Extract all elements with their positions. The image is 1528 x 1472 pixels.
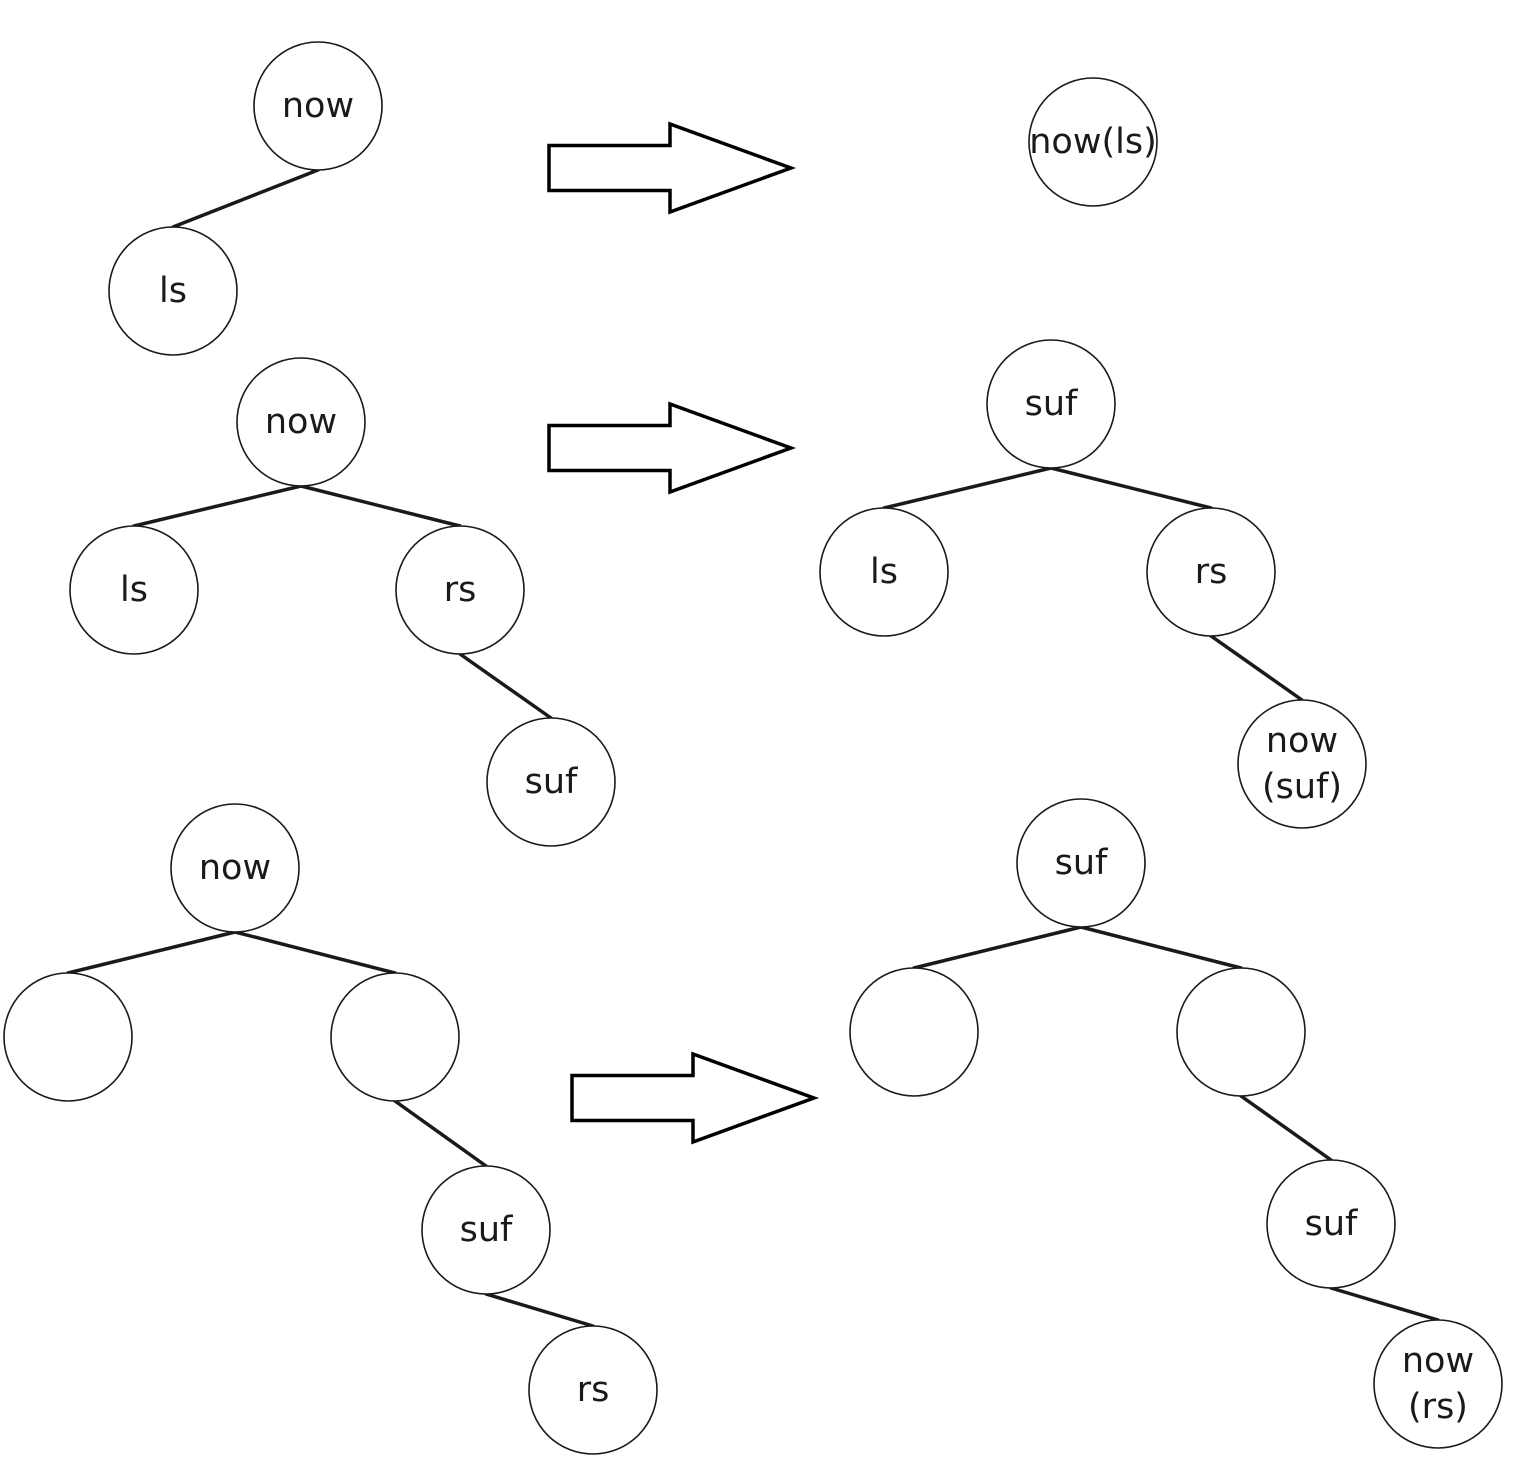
node-d-ls: ls [819,507,949,637]
node-circle [819,507,949,637]
node-label: (suf) [1262,767,1342,807]
edge-a-now-to-a-ls [171,168,320,229]
edge-f-suf-to-f-left [912,925,1083,970]
node-circle [1266,1159,1396,1289]
node-e-suf: suf [421,1165,551,1295]
node-c-ls: ls [69,525,199,655]
node-label: rs [577,1370,610,1410]
node-label: now [1266,721,1338,761]
node-circle [486,717,616,847]
edge-e-suf-to-e-rs [484,1292,595,1328]
edge-c-now-to-c-rs [299,484,462,528]
node-circle [1237,699,1367,829]
node-f-suf2: suf [1266,1159,1396,1289]
arrows-layer [547,121,820,1145]
node-circle [1016,798,1146,928]
node-label: ls [870,552,898,592]
node-circle [170,803,300,933]
node-circle [849,967,979,1097]
node-label: ls [159,271,187,311]
edge-d-rs-to-d-now [1209,634,1304,702]
node-c-suf: suf [486,717,616,847]
node-label: now [199,848,271,888]
node-d-suf: suf [986,339,1116,469]
node-circle [1146,507,1276,637]
node-f-left [849,967,979,1097]
node-label: (rs) [1408,1387,1468,1427]
edge-d-suf-to-d-ls [882,466,1053,510]
node-label: now(ls) [1029,122,1157,162]
node-circle [253,41,383,171]
node-label: suf [525,762,578,802]
node-label: now [282,86,354,126]
node-d-rs: rs [1146,507,1276,637]
node-circle [395,525,525,655]
node-a-ls: ls [108,226,238,356]
node-circle [528,1325,658,1455]
node-circle [1176,967,1306,1097]
node-f-right [1176,967,1306,1097]
node-f-suf: suf [1016,798,1146,928]
edge-e-right-to-e-suf [393,1099,488,1168]
arrow-1-right-arrow [547,121,797,215]
edge-c-now-to-c-ls [132,484,303,528]
node-circle [236,357,366,487]
node-label: now [1402,1341,1474,1381]
node-b-now: now(ls) [1028,77,1158,207]
edge-f-right-to-f-suf2 [1239,1094,1333,1162]
node-label: suf [460,1210,513,1250]
node-c-now: now [236,357,366,487]
node-e-right [330,972,460,1102]
node-circle [986,339,1116,469]
node-label: suf [1025,384,1078,424]
node-e-now: now [170,803,300,933]
node-label: suf [1055,843,1108,883]
node-circle [421,1165,551,1295]
node-f-now: now (rs) [1373,1319,1503,1449]
node-circle [69,525,199,655]
node-circle [1028,77,1158,207]
edge-e-now-to-e-left [66,930,237,975]
edge-c-rs-to-c-suf [458,652,553,720]
node-c-rs: rs [395,525,525,655]
edge-d-suf-to-d-rs [1049,466,1213,510]
node-label: rs [444,570,477,610]
edges-layer [66,168,1440,1328]
node-circle [330,972,460,1102]
node-circle [108,226,238,356]
edge-f-suf-to-f-right [1079,925,1243,970]
node-label: rs [1195,552,1228,592]
arrow-3-right-arrow [570,1051,820,1145]
node-label: now [265,402,337,442]
edge-f-suf2-to-f-now [1329,1286,1440,1322]
arrow-2-right-arrow [547,401,797,495]
node-circle [3,972,133,1102]
node-e-left [3,972,133,1102]
node-label: suf [1305,1204,1358,1244]
node-label: ls [120,570,148,610]
edge-e-now-to-e-right [233,930,397,975]
node-d-now: now (suf) [1237,699,1367,829]
node-a-now: now [253,41,383,171]
node-circle [1373,1319,1503,1449]
node-e-rs: rs [528,1325,658,1455]
